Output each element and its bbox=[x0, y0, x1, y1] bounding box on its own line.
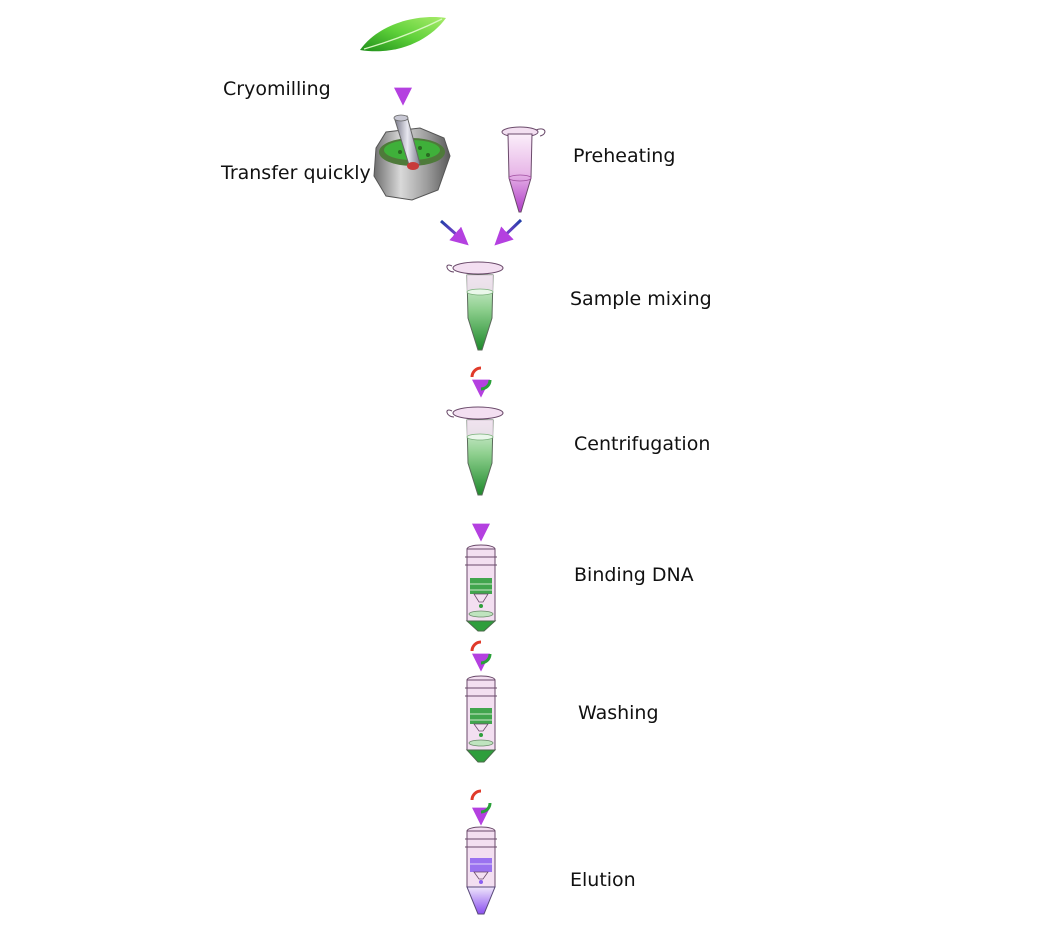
spin-column-icon-2 bbox=[465, 675, 497, 763]
step-label-cryomilling: Cryomilling bbox=[223, 78, 331, 100]
arrow-transfer bbox=[440, 219, 469, 246]
arrow-preheating bbox=[494, 218, 523, 246]
spin-column-icon bbox=[465, 544, 497, 632]
leaf-icon bbox=[360, 17, 446, 52]
mortar-pestle-icon bbox=[373, 114, 451, 201]
step-label-transfer-quickly: Transfer quickly bbox=[221, 162, 371, 184]
step-label-centrifugation: Centrifugation bbox=[574, 433, 711, 455]
step-label-sample-mixing: Sample mixing bbox=[570, 288, 712, 310]
sample-mixing-tube-icon bbox=[446, 261, 504, 351]
centrifuge-rotation-icon bbox=[470, 360, 492, 398]
step-label-washing: Washing bbox=[578, 702, 659, 724]
step-label-binding-dna: Binding DNA bbox=[574, 564, 694, 586]
centrifugation-tube-icon bbox=[446, 406, 504, 496]
centrifuge-rotation-icon-2 bbox=[470, 633, 492, 672]
step-label-elution: Elution bbox=[570, 869, 636, 891]
elution-column-icon bbox=[465, 826, 497, 915]
microcentrifuge-tube-icon bbox=[501, 126, 546, 213]
step-label-preheating: Preheating bbox=[573, 145, 676, 167]
centrifuge-rotation-icon-3 bbox=[470, 784, 492, 826]
